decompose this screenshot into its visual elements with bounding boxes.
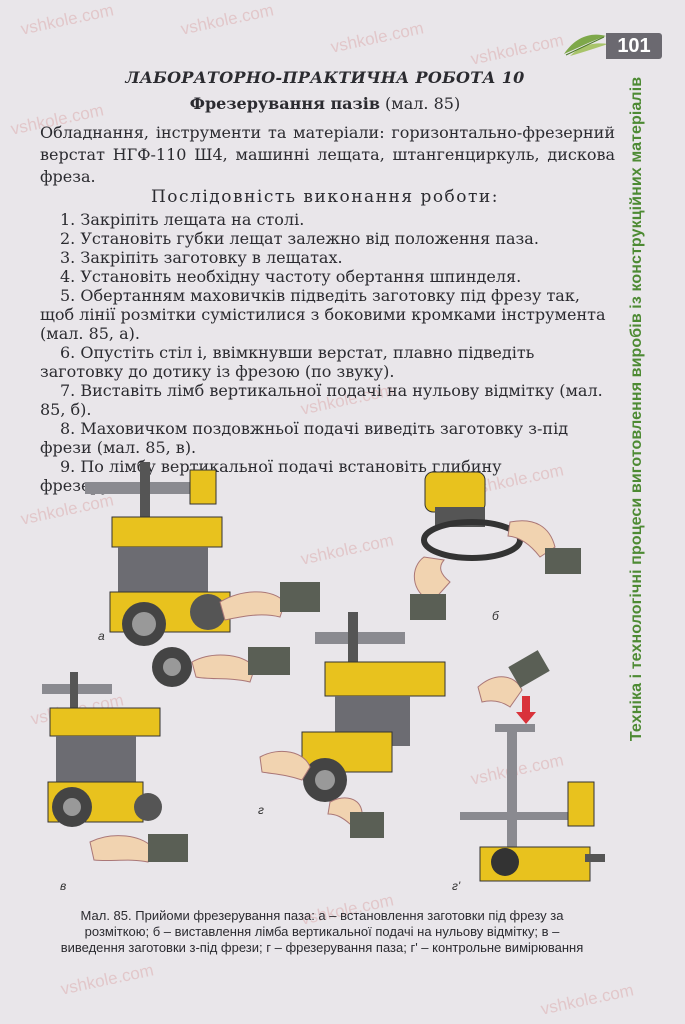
figure-label-b: б xyxy=(492,609,500,623)
watermark: vshkole.com xyxy=(328,18,426,57)
figure-85g-drawing: г xyxy=(258,612,446,838)
side-title-text: Техніка і технологічні процеси виготовле… xyxy=(628,76,645,742)
watermark: vshkole.com xyxy=(18,0,116,39)
figure-label-a: а xyxy=(98,629,105,643)
step-item: 7. Виставіть лімб вертикальної подачі на… xyxy=(40,381,603,419)
step-item: 4. Установіть необхідну частоту обертанн… xyxy=(60,267,522,286)
equipment-paragraph: Обладнання, інструменти та матеріали: го… xyxy=(40,122,615,188)
subtitle-topic: Фрезерування пазів xyxy=(189,94,380,113)
section-title: Послідовність виконання роботи: xyxy=(150,187,499,207)
watermark: vshkole.com xyxy=(468,30,566,69)
side-title: Техніка і технологічні процеси виготовле… xyxy=(620,74,654,744)
figure-85: а б в xyxy=(40,462,620,902)
page-number: 101 xyxy=(606,33,662,59)
step-item: 5. Обертанням маховичків підведіть загот… xyxy=(40,286,606,343)
figure-label-g2: г' xyxy=(452,879,461,893)
figure-85b-drawing: б xyxy=(410,471,581,623)
watermark: vshkole.com xyxy=(538,980,636,1019)
steps-list: 1. Закріпіть лещата на столі. 2. Установ… xyxy=(40,210,615,495)
figure-caption: Мал. 85. Прийоми фрезерування паза: а – … xyxy=(60,908,584,955)
equipment-lead: Обладнання, інструменти та матеріали: xyxy=(40,123,385,142)
figure-85a-drawing: а xyxy=(85,462,320,687)
equipment-text: горизонтально-фрезерний верстат НГФ-110 … xyxy=(40,123,615,186)
watermark: vshkole.com xyxy=(58,960,156,999)
arrow-down-icon xyxy=(516,696,536,724)
figure-85g2-drawing: г' xyxy=(452,650,605,893)
step-item: 3. Закріпіть заготовку в лещатах. xyxy=(60,248,343,267)
figure-label-g: г xyxy=(258,803,264,817)
lab-title: ЛАБОРАТОРНО-ПРАКТИЧНА РОБОТА 10 xyxy=(125,68,525,87)
subtitle-ref: (мал. 85) xyxy=(379,94,461,113)
watermark: vshkole.com xyxy=(178,0,276,39)
step-item: 2. Установіть губки лещат залежно від по… xyxy=(60,229,539,248)
figure-85v-drawing: в xyxy=(42,672,188,893)
subtitle: Фрезерування пазів (мал. 85) xyxy=(40,94,610,113)
figure-85-illustration: а б в xyxy=(42,462,605,893)
step-item: 6. Опустіть стіл і, ввімкнувши верстат, … xyxy=(40,343,535,381)
step-item: 1. Закріпіть лещата на столі. xyxy=(60,210,305,229)
figure-label-v: в xyxy=(60,879,66,893)
leaf-ornament-icon xyxy=(564,34,608,56)
step-item: 8. Маховичком поздовжньої подачі виведіт… xyxy=(40,419,569,457)
